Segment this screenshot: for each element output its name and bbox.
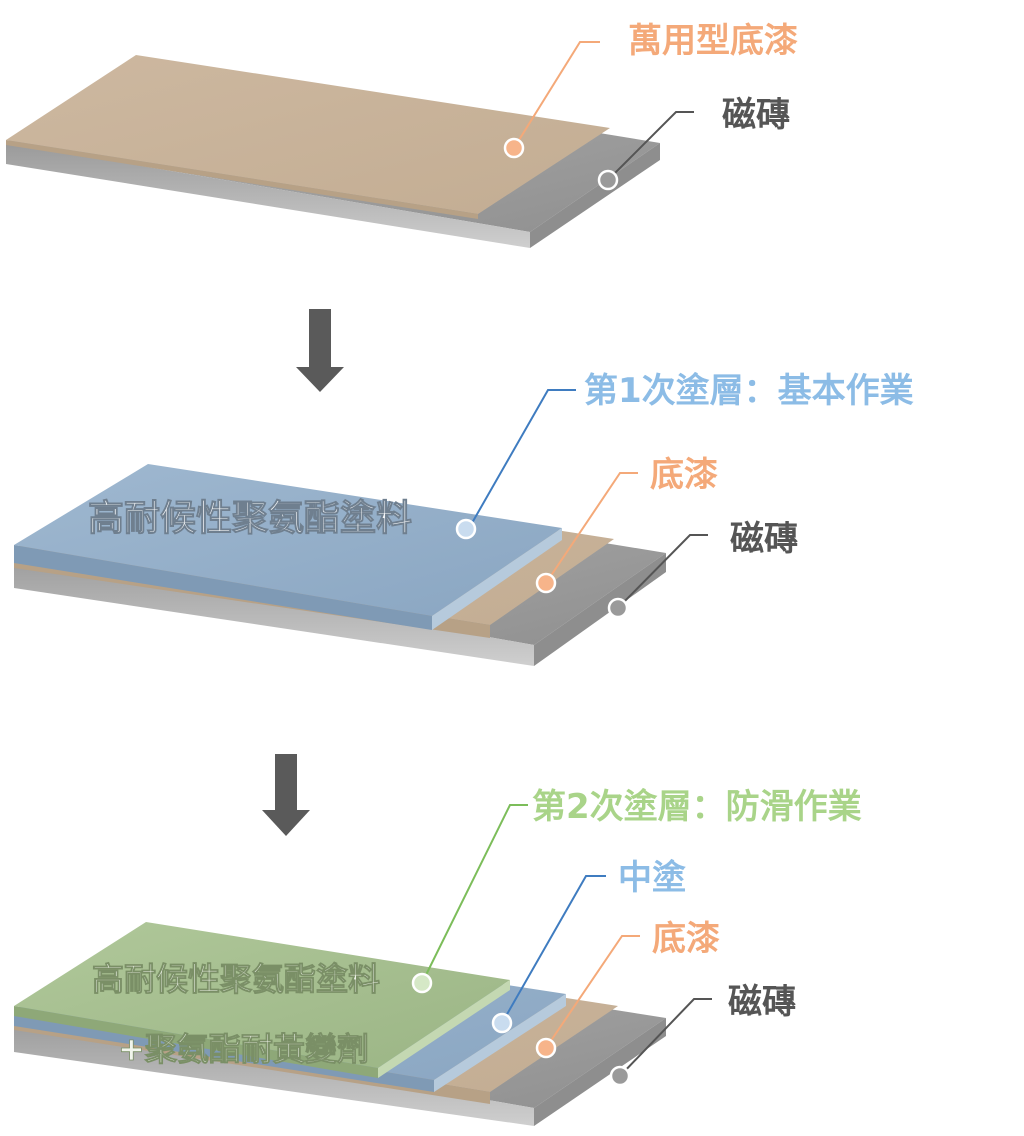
- tile-dot-2: [607, 597, 629, 619]
- first-coat-layer: [14, 464, 562, 630]
- tile-leader-3: [619, 998, 712, 1077]
- mid-label-3: 中塗: [618, 858, 686, 898]
- down-arrow-icon: [296, 309, 344, 392]
- primer-leader-1: [513, 41, 600, 149]
- tile-leader-2: [617, 534, 708, 609]
- mid-dot-3: [491, 1012, 513, 1034]
- coat-dot-2: [455, 518, 477, 540]
- stage-3: 高耐候性聚氨酯塗料 +聚氨酯耐黃變劑 第2次塗層：防滑作業 中塗 底漆 磁磚: [14, 787, 862, 1126]
- coat-label-2: 第1次塗層：基本作業: [584, 371, 914, 411]
- tile-dot-3: [609, 1065, 631, 1087]
- primer-dot-2: [535, 572, 557, 594]
- slab-text-3-line2: +聚氨酯耐黃變劑: [118, 1030, 369, 1068]
- primer-label-2: 底漆: [650, 455, 718, 495]
- tile-dot-1: [597, 169, 619, 191]
- coat-dot-3: [411, 972, 433, 994]
- primer-leader-3: [545, 935, 640, 1049]
- second-coat-layer: [14, 922, 510, 1078]
- tile-leader-1: [607, 111, 694, 181]
- primer-label-3: 底漆: [652, 919, 720, 959]
- primer-dot-3: [535, 1037, 557, 1059]
- tile-label-1: 磁磚: [722, 95, 790, 135]
- tile-label-2: 磁磚: [730, 519, 798, 559]
- primer-leader-2: [545, 472, 638, 584]
- primer-layer-1: [6, 55, 610, 219]
- stage-1: 萬用型底漆 磁磚: [6, 21, 798, 248]
- mid-leader-3: [501, 875, 606, 1024]
- coat-label-3: 第2次塗層：防滑作業: [532, 787, 862, 827]
- slab-text-2: 高耐候性聚氨酯塗料: [88, 497, 412, 539]
- tile-label-3: 磁磚: [728, 982, 796, 1022]
- down-arrow-icon: [262, 754, 310, 836]
- slab-text-3-line1: 高耐候性聚氨酯塗料: [92, 960, 380, 998]
- coat-leader-3: [421, 804, 528, 984]
- stage-2: 高耐候性聚氨酯塗料 第1次塗層：基本作業 底漆 磁磚: [14, 371, 914, 666]
- primer-label-1: 萬用型底漆: [628, 21, 798, 61]
- coat-leader-2: [467, 389, 576, 531]
- primer-dot-1: [503, 137, 525, 159]
